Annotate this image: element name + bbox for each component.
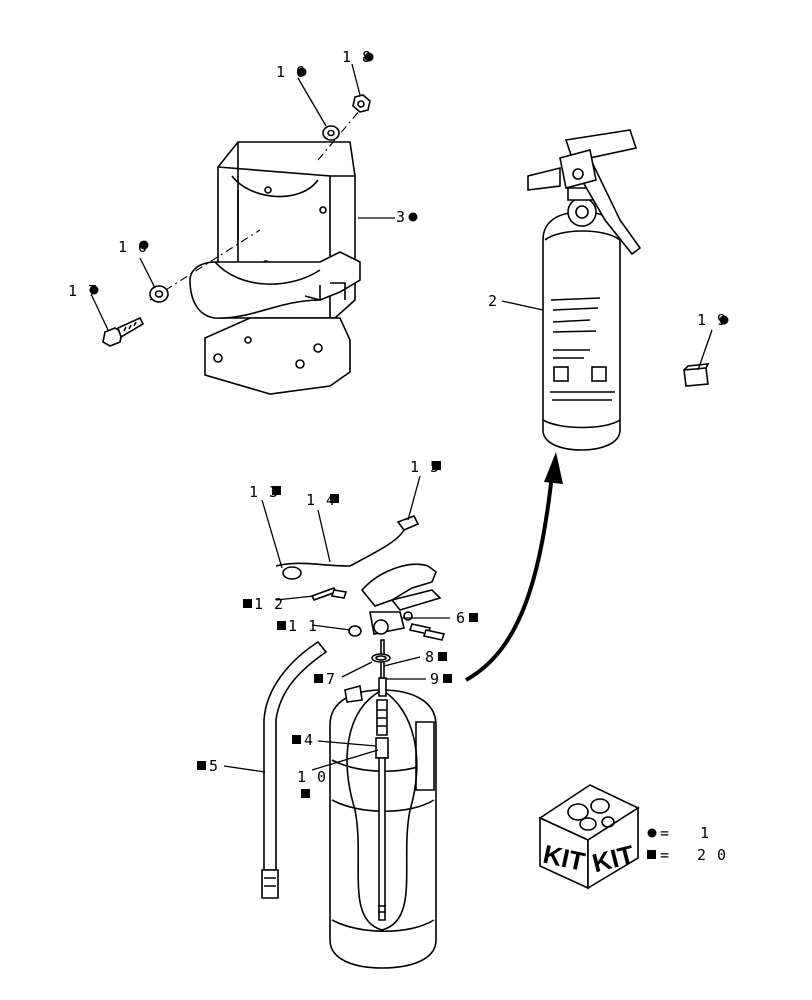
- hardware-fasteners: [102, 94, 371, 347]
- square-bullet-icon: [438, 652, 447, 661]
- callout-8: 8: [425, 648, 435, 666]
- square-bullet-icon: [243, 599, 252, 608]
- bolt: [102, 327, 123, 347]
- square-bullet-icon: [330, 494, 339, 503]
- callout-7: 7: [326, 670, 336, 688]
- legend-circle-quantity: 1: [700, 824, 710, 842]
- callout-6: 6: [456, 609, 466, 627]
- square-bullet-icon: [272, 486, 281, 495]
- callout-11: 1 1: [288, 617, 318, 635]
- circle-bullet-icon: [719, 315, 729, 325]
- nut: [352, 94, 371, 113]
- hose-5: [261, 640, 328, 899]
- leader-lines: [91, 63, 713, 773]
- washer-lower: [149, 285, 169, 303]
- callout-14: 1 4: [306, 491, 336, 509]
- callout-12: 1 2: [254, 595, 284, 613]
- square-bullet-icon: [647, 850, 656, 859]
- square-bullet-icon: [277, 621, 286, 630]
- callout-10: 1 0: [297, 768, 327, 786]
- bracket-assembly: [149, 109, 361, 395]
- circle-bullet-icon: [89, 285, 99, 295]
- circle-bullet-icon: [139, 240, 149, 250]
- part-block-19: [683, 363, 710, 387]
- callout-3: 3: [396, 208, 406, 226]
- valve-group: [275, 514, 446, 697]
- square-bullet-icon: [443, 674, 452, 683]
- square-bullet-icon: [292, 735, 301, 744]
- square-bullet-icon: [301, 789, 310, 798]
- callout-13: 1 3: [249, 483, 279, 501]
- assembly-arrow: [465, 452, 563, 682]
- callout-15: 1 5: [410, 458, 440, 476]
- kit-box-icon: [538, 784, 640, 890]
- square-bullet-icon: [432, 461, 441, 470]
- small-extinguisher: [527, 129, 642, 451]
- square-bullet-icon: [469, 613, 478, 622]
- callout-5: 5: [209, 757, 219, 775]
- circle-bullet-icon: [297, 67, 307, 77]
- washer-upper: [322, 125, 340, 141]
- square-bullet-icon: [197, 761, 206, 770]
- callout-2: 2: [488, 292, 498, 310]
- legend-circle-equals: =: [660, 824, 670, 842]
- callouts: 1 6 1 8 3 1 6 1 7 2 1 9 1 5 1 3 1 4 1 2 …: [68, 48, 729, 798]
- circle-bullet-icon: [408, 212, 418, 222]
- callout-18: 1 8: [342, 48, 372, 66]
- large-extinguisher: [329, 684, 437, 969]
- callout-17: 1 7: [68, 282, 98, 300]
- legend-square-quantity: 2 0: [697, 846, 727, 864]
- callout-9: 9: [430, 670, 440, 688]
- callout-19: 1 9: [697, 311, 727, 329]
- square-bullet-icon: [314, 674, 323, 683]
- callout-16-top: 1 6: [276, 63, 306, 81]
- legend-square-equals: =: [660, 846, 670, 864]
- callout-16-left: 1 6: [118, 238, 148, 256]
- circle-bullet-icon: [364, 52, 374, 62]
- callout-4: 4: [304, 731, 314, 749]
- circle-bullet-icon: [647, 828, 657, 838]
